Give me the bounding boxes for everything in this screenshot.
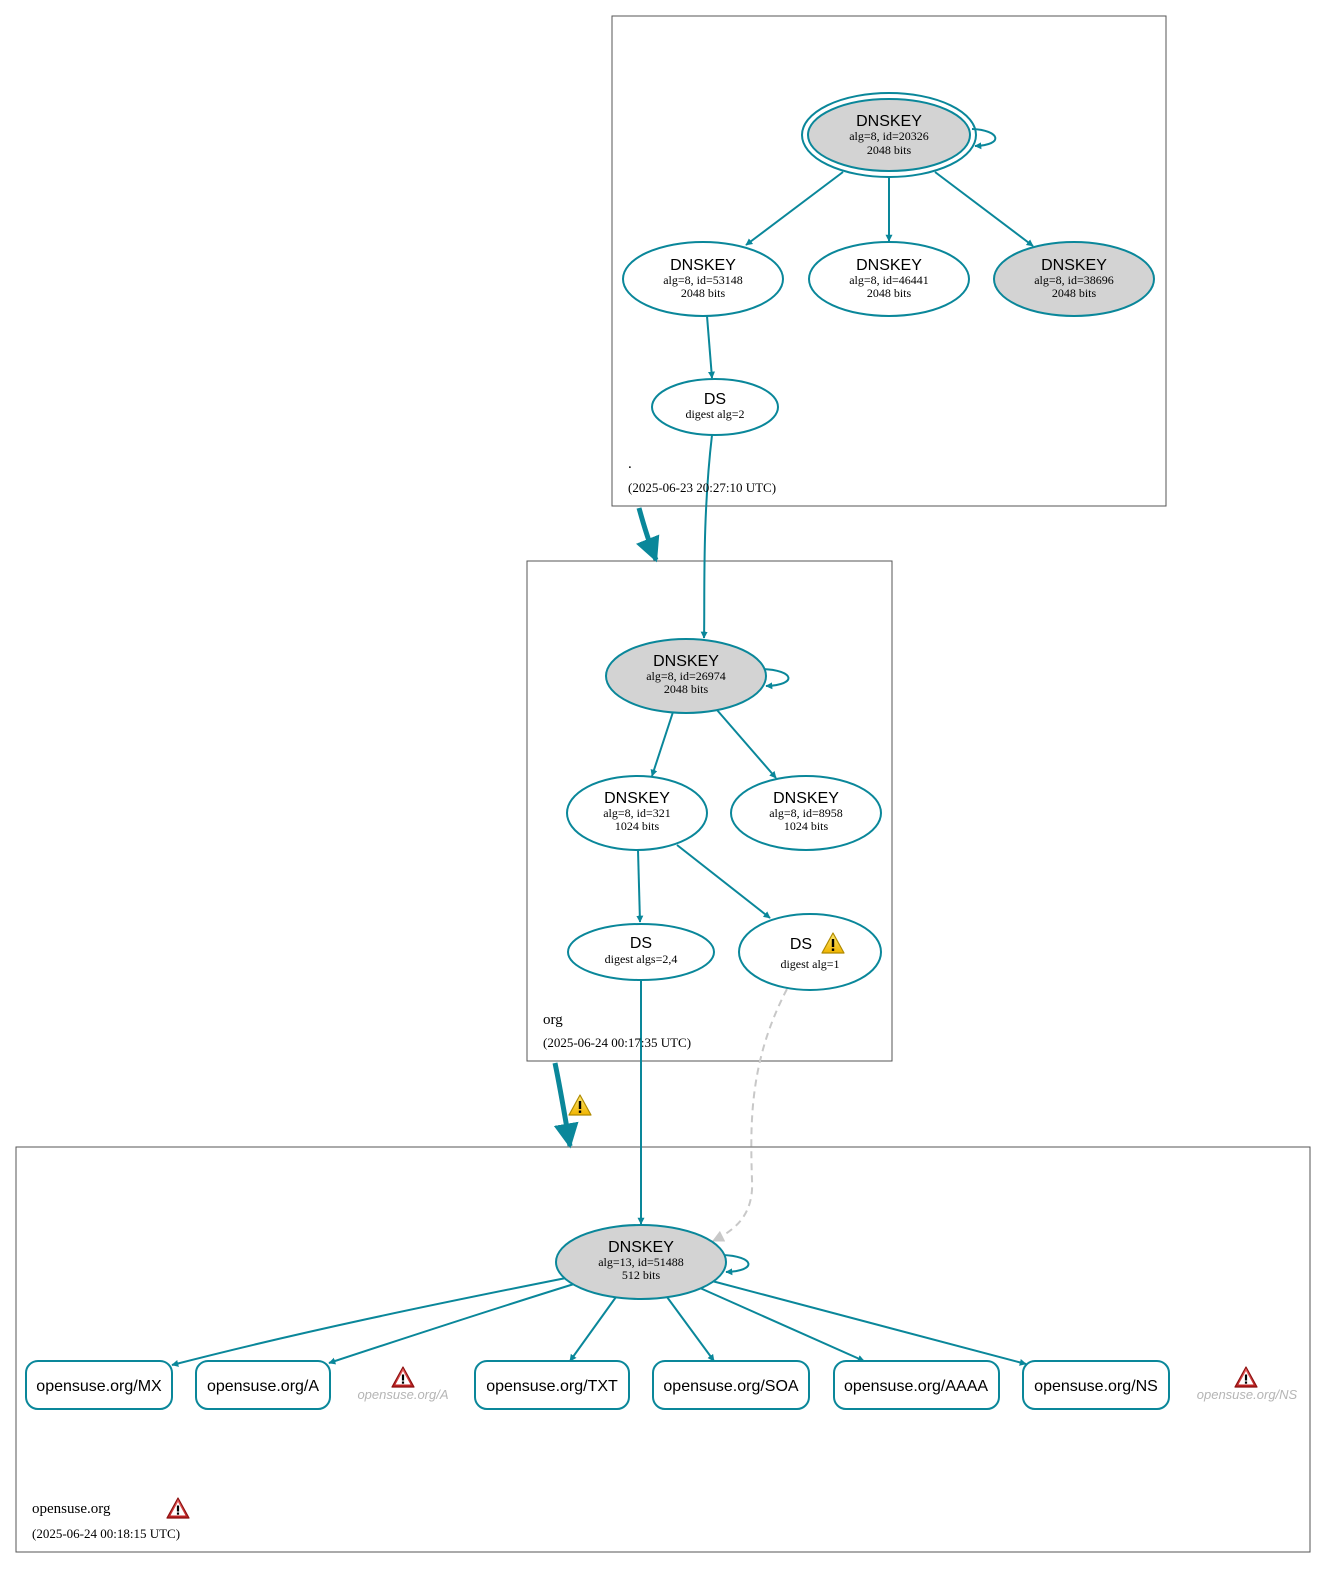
- node-key-info: alg=8, id=38696: [1034, 273, 1114, 287]
- edge-key-to-a: [328, 1283, 575, 1365]
- node-key-info: alg=13, id=51488: [598, 1255, 684, 1269]
- ghost-record-a: opensuse.org/A: [357, 1366, 449, 1402]
- node-digest-info: digest algs=2,4: [605, 952, 678, 966]
- edge-org-zsk1-to-ds1: [636, 849, 644, 923]
- delegation-root-to-org-arrow: [636, 507, 660, 563]
- delegation-org-to-opensuse-arrow: [552, 1062, 579, 1149]
- node-key-size: 2048 bits: [867, 286, 912, 300]
- edge-root-zsk1-to-ds: [706, 315, 715, 379]
- record-mx[interactable]: opensuse.org/MX: [25, 1360, 173, 1410]
- node-digest-info: digest alg=2: [685, 407, 744, 421]
- record-soa[interactable]: opensuse.org/SOA: [652, 1360, 810, 1410]
- node-key-info: alg=8, id=26974: [646, 669, 726, 683]
- zone-opensuse-name: opensuse.org: [32, 1501, 111, 1517]
- edge-key-to-ns: [711, 1280, 1027, 1366]
- record-label: opensuse.org/TXT: [486, 1378, 618, 1395]
- zone-org-date: (2025-06-24 00:17:35 UTC): [543, 1035, 691, 1050]
- edge-root-ksk-to-key3: [934, 171, 1034, 247]
- node-title: DS: [630, 935, 652, 952]
- record-aaaa[interactable]: opensuse.org/AAAA: [833, 1360, 1000, 1410]
- root-key3-node[interactable]: DNSKEY alg=8, id=38696 2048 bits: [993, 241, 1155, 317]
- org-ds2-node[interactable]: DS digest alg=1: [738, 913, 882, 991]
- record-label: opensuse.org/NS: [1034, 1378, 1158, 1395]
- node-digest-info: digest alg=1: [780, 957, 839, 971]
- node-title: DNSKEY: [670, 257, 736, 274]
- node-key-info: alg=8, id=321: [603, 806, 671, 820]
- org-zsk1-node[interactable]: DNSKEY alg=8, id=321 1024 bits: [566, 775, 708, 851]
- node-title: DNSKEY: [653, 653, 719, 670]
- root-zsk1-node[interactable]: DNSKEY alg=8, id=53148 2048 bits: [622, 241, 784, 317]
- edge-org-zsk1-to-ds2: [676, 844, 771, 919]
- node-key-size: 512 bits: [622, 1268, 661, 1282]
- ghost-record-ns: opensuse.org/NS: [1197, 1366, 1298, 1402]
- record-a[interactable]: opensuse.org/A: [195, 1360, 331, 1410]
- zone-root-name: .: [628, 456, 632, 472]
- record-label: opensuse.org/A: [207, 1378, 319, 1395]
- zone-opensuse-box: [15, 1146, 1311, 1553]
- edge-key-to-soa: [666, 1296, 715, 1362]
- org-zsk2-node[interactable]: DNSKEY alg=8, id=8958 1024 bits: [730, 775, 882, 851]
- node-title: DNSKEY: [773, 790, 839, 807]
- root-ksk-node[interactable]: DNSKEY alg=8, id=20326 2048 bits: [801, 92, 977, 178]
- opensuse-key-node[interactable]: DNSKEY alg=13, id=51488 512 bits: [555, 1224, 727, 1300]
- node-title: DS: [704, 391, 726, 408]
- node-key-info: alg=8, id=8958: [769, 806, 843, 820]
- record-ns[interactable]: opensuse.org/NS: [1022, 1360, 1170, 1410]
- record-label: opensuse.org/MX: [36, 1378, 162, 1395]
- node-key-size: 2048 bits: [681, 286, 726, 300]
- zone-opensuse-date: (2025-06-24 00:18:15 UTC): [32, 1526, 180, 1541]
- ghost-record-label: opensuse.org/A: [357, 1387, 448, 1402]
- zone-org-name: org: [543, 1012, 563, 1028]
- edge-org-ds2-to-opensuse-key-dashed: [711, 988, 788, 1242]
- node-key-info: alg=8, id=20326: [849, 129, 929, 143]
- org-ds1-node[interactable]: DS digest algs=2,4: [567, 923, 715, 981]
- node-title: DNSKEY: [604, 790, 670, 807]
- record-label: opensuse.org/AAAA: [844, 1378, 988, 1395]
- delegation-warning-icon: [568, 1094, 592, 1116]
- node-title: DNSKEY: [608, 1239, 674, 1256]
- node-key-size: 1024 bits: [784, 819, 829, 833]
- node-key-size: 2048 bits: [1052, 286, 1097, 300]
- node-title: DNSKEY: [1041, 257, 1107, 274]
- root-ds-node[interactable]: DS digest alg=2: [651, 378, 779, 436]
- record-txt[interactable]: opensuse.org/TXT: [474, 1360, 630, 1410]
- root-ksk-self-edge: [971, 128, 997, 150]
- edge-root-ksk-to-zsk1: [745, 171, 844, 246]
- org-ksk-node[interactable]: DNSKEY alg=8, id=26974 2048 bits: [605, 638, 767, 714]
- node-title: DS: [790, 936, 812, 953]
- node-key-size: 1024 bits: [615, 819, 660, 833]
- edge-key-to-aaaa: [699, 1287, 865, 1362]
- edge-key-to-txt: [569, 1296, 617, 1362]
- zone-root-date: (2025-06-23 20:27:10 UTC): [628, 480, 776, 495]
- node-key-size: 2048 bits: [664, 682, 709, 696]
- node-key-info: alg=8, id=53148: [663, 273, 743, 287]
- ghost-record-label: opensuse.org/NS: [1197, 1387, 1298, 1402]
- node-key-info: alg=8, id=46441: [849, 273, 929, 287]
- node-key-size: 2048 bits: [867, 143, 912, 157]
- opensuse-key-self-edge: [721, 1254, 750, 1276]
- node-title: DNSKEY: [856, 113, 922, 130]
- edge-org-ksk-to-zsk2: [716, 709, 777, 779]
- edge-root-ds-to-org-ksk: [700, 434, 713, 639]
- record-label: opensuse.org/SOA: [663, 1378, 799, 1395]
- org-ksk-self-edge: [761, 668, 790, 690]
- edge-org-ksk-to-zsk1: [650, 711, 674, 777]
- edge-key-to-mx: [171, 1277, 567, 1367]
- root-zsk2-node[interactable]: DNSKEY alg=8, id=46441 2048 bits: [808, 241, 970, 317]
- node-title: DNSKEY: [856, 257, 922, 274]
